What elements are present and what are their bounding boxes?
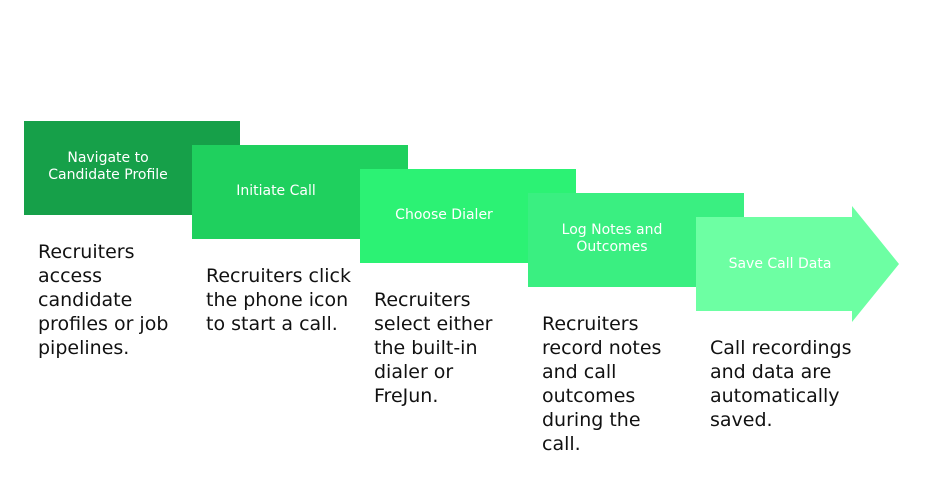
- step-1-description: Recruiters access candidate profiles or …: [38, 241, 169, 359]
- step-1-title: Navigate to Candidate Profile: [48, 150, 168, 183]
- step-4-box: [528, 193, 744, 287]
- step-5-description: Call recordings and data are automatical…: [710, 337, 852, 431]
- step-2-title: Initiate Call: [236, 183, 316, 199]
- step-2-description: Recruiters click the phone icon to start…: [206, 265, 351, 335]
- step-3-box: [360, 169, 576, 263]
- step-5-title: Save Call Data: [728, 256, 832, 272]
- step-5-arrow: [696, 206, 899, 322]
- step-2-box: [192, 145, 408, 239]
- step-4-title: Log Notes and Outcomes: [561, 222, 663, 255]
- step-3-title: Choose Dialer: [395, 207, 493, 223]
- step-3-description: Recruiters select either the built-in di…: [374, 289, 493, 407]
- step-4-description: Recruiters record notes and call outcome…: [542, 313, 662, 455]
